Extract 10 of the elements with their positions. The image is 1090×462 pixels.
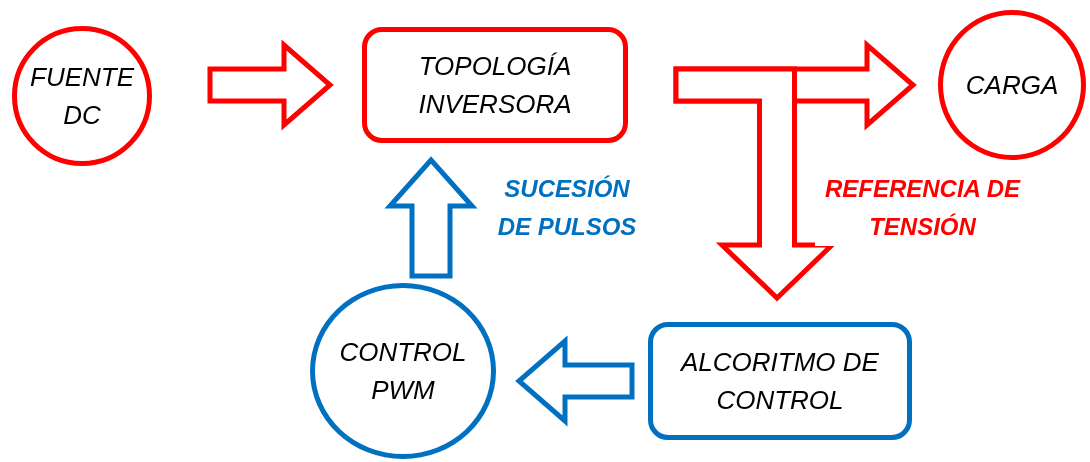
node-label: ALCORITMO DE CONTROL bbox=[679, 346, 880, 417]
node-label: CONTROL PWM bbox=[338, 336, 468, 407]
node-label: FUENTE DC bbox=[29, 61, 136, 132]
block-arrow bbox=[207, 39, 334, 131]
process-box bbox=[362, 27, 628, 143]
block-arrow bbox=[384, 156, 478, 279]
process-box bbox=[648, 322, 912, 440]
node-label: CARGA bbox=[965, 69, 1059, 102]
node-label: TOPOLOGÍA INVERSORA bbox=[417, 50, 573, 121]
block-arrow bbox=[515, 335, 635, 427]
